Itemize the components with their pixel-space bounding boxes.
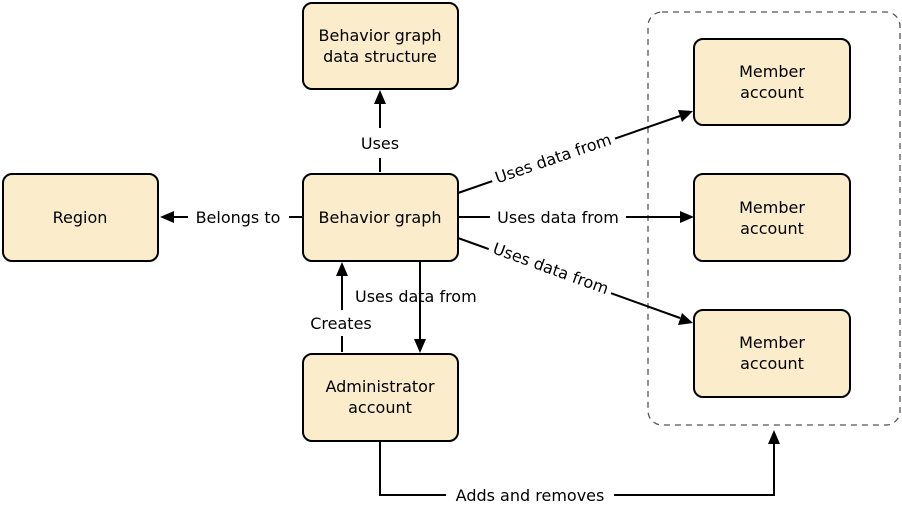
uses-data-from-member-3-arrowhead: [678, 313, 693, 325]
uses-data-from-admin-arrowhead: [414, 339, 426, 353]
label-background: [485, 234, 617, 302]
uses-data-from-member-1-label: Uses data from: [493, 130, 614, 188]
node-label-line: Region: [53, 208, 108, 227]
label-background: [490, 205, 626, 229]
uses-data-from-admin-label: Uses data from: [355, 287, 477, 306]
region-node: Region: [2, 173, 159, 262]
node-label-line: data structure: [323, 47, 437, 66]
member-account-node: Member account: [693, 173, 851, 262]
uses-data-from-member-2-arrowhead: [680, 211, 694, 223]
member-accounts-group: [647, 11, 901, 426]
uses-arrowhead: [374, 90, 386, 104]
creates-arrowhead: [336, 262, 348, 276]
node-label-line: Administrator: [325, 377, 434, 396]
uses-data-from-member-3-label: Uses data from: [490, 239, 611, 298]
node-label-line: account: [740, 219, 804, 238]
adds-and-removes-label: Adds and removes: [456, 486, 605, 505]
node-label-line: Behavior graph: [319, 26, 442, 45]
member-account-node: Member account: [693, 38, 851, 126]
node-label-line: Member: [739, 198, 805, 217]
node-label-line: Behavior graph: [319, 208, 442, 227]
administrator-account-node: Administrator account: [302, 353, 459, 442]
node-label-line: account: [348, 398, 412, 417]
uses-label: Uses: [361, 134, 399, 153]
belongs-to-label: Belongs to: [196, 208, 281, 227]
creates-label: Creates: [310, 314, 372, 333]
behavior-graph-data-structure-node: Behavior graph data structure: [302, 2, 459, 90]
node-label-line: account: [740, 83, 804, 102]
uses-data-from-member-1-arrowhead: [678, 110, 693, 122]
label-background: [487, 125, 619, 191]
node-label-line: account: [740, 354, 804, 373]
uses-data-from-member-2-label: Uses data from: [497, 208, 619, 227]
adds-and-removes-arrowhead: [768, 430, 780, 444]
belongs-to-arrowhead: [160, 211, 174, 223]
member-account-node: Member account: [693, 309, 851, 398]
node-label-line: Member: [739, 333, 805, 352]
node-label-line: Member: [739, 62, 805, 81]
label-background: [446, 484, 614, 506]
behavior-graph-node: Behavior graph: [302, 173, 459, 262]
